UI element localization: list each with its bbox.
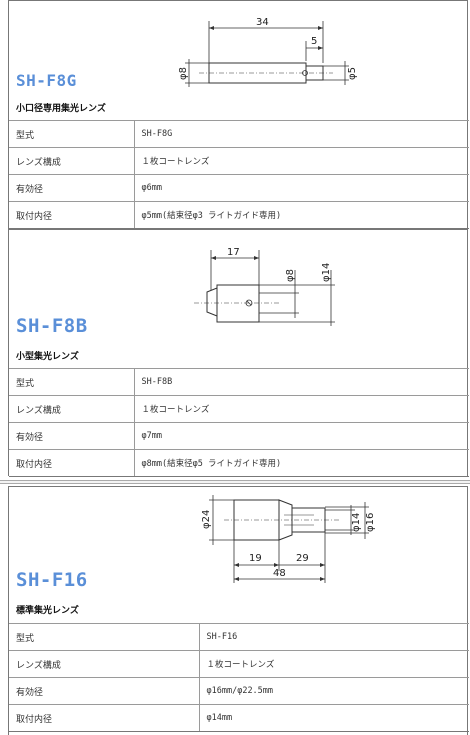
spec-value: φ6mm [134, 174, 469, 202]
table-row: 取付内径 φ8mm(結束径φ5 ライトガイド専用) [9, 449, 469, 477]
sh-f8b-length-label: 17 [227, 247, 240, 258]
table-row: レンズ構成 １枚コートレンズ [9, 395, 469, 423]
sh-f8b-diameter-inner-label: φ8 [285, 269, 296, 282]
spec-key: 有効径 [9, 677, 200, 705]
sh-f16-diameter-outer-label: φ16 [365, 513, 376, 532]
spec-key: レンズ構成 [9, 147, 135, 175]
sh-f16-length-a-label: 19 [249, 553, 262, 564]
spec-key: 取付内径 [9, 449, 135, 477]
spec-key: 取付内径 [9, 201, 135, 229]
sh-f8g-diameter-body-label: φ8 [178, 67, 189, 80]
spec-key: レンズ構成 [9, 650, 200, 678]
sh-f16-length-total-label: 48 [273, 568, 286, 579]
table-row: 型式 SH-F8G [9, 120, 469, 148]
sh-f8b-diameter-outer-label: φ14 [321, 263, 332, 282]
spec-value: φ14mm [199, 704, 469, 732]
sh-f8g-spec-table: 型式 SH-F8G レンズ構成 １枚コートレンズ 有効径 φ6mm 取付内径 φ… [9, 120, 469, 229]
spec-value: φ5mm(結束径φ3 ライトガイド専用) [134, 201, 469, 229]
sh-f8g-dimension-diagram: 34 5 φ8 φ5 [178, 17, 358, 87]
spec-key: レンズ構成 [9, 395, 135, 423]
product-section-sh-f8g: 34 5 φ8 φ5 SH-F8G 小口径専用集光レンズ [8, 0, 469, 229]
spec-value: φ7mm [134, 422, 469, 450]
spec-value: １枚コートレンズ [134, 395, 469, 423]
product-section-sh-f16: φ24 φ14 φ16 19 29 48 SH-F16 [8, 486, 469, 735]
spec-key: 型式 [9, 120, 135, 148]
table-row: レンズ構成 １枚コートレンズ [9, 650, 469, 678]
spec-value: φ16mm/φ22.5mm [199, 677, 469, 705]
section-divider [0, 480, 470, 484]
table-row: 取付内径 φ5mm(結束径φ3 ライトガイド専用) [9, 201, 469, 229]
sh-f8g-diameter-tip-label: φ5 [347, 67, 358, 80]
spec-value: φ8mm(結束径φ5 ライトガイド専用) [134, 449, 469, 477]
sh-f16-spec-table: 型式 SH-F16 レンズ構成 １枚コートレンズ 有効径 φ16mm/φ22.5… [9, 623, 469, 732]
table-row: 有効径 φ6mm [9, 174, 469, 202]
table-row: 有効径 φ16mm/φ22.5mm [9, 677, 469, 705]
spec-key: 有効径 [9, 174, 135, 202]
sh-f8b-spec-table: 型式 SH-F8B レンズ構成 １枚コートレンズ 有効径 φ7mm 取付内径 φ… [9, 368, 469, 477]
spec-value: SH-F16 [199, 623, 469, 651]
table-row: レンズ構成 １枚コートレンズ [9, 147, 469, 175]
table-row: 有効径 φ7mm [9, 422, 469, 450]
product-section-sh-f8b: 17 φ8 φ14 SH-F8B 小型集光レンズ 型式 SH-F8B [8, 229, 469, 477]
sh-f8b-subtitle: 小型集光レンズ [16, 352, 79, 362]
spec-value: SH-F8B [134, 368, 469, 396]
spec-value: SH-F8G [134, 120, 469, 148]
sh-f16-diameter-inner-label: φ14 [351, 513, 362, 532]
spec-key: 型式 [9, 368, 135, 396]
sh-f16-model-title: SH-F16 [16, 569, 88, 591]
sh-f8g-model-title: SH-F8G [16, 71, 77, 90]
sh-f16-subtitle: 標準集光レンズ [16, 606, 79, 616]
spec-key: 取付内径 [9, 704, 200, 732]
sh-f8g-subtitle: 小口径専用集光レンズ [16, 104, 106, 114]
spec-key: 型式 [9, 623, 200, 651]
spec-value: １枚コートレンズ [199, 650, 469, 678]
sh-f8g-length-label: 34 [256, 17, 269, 28]
table-row: 型式 SH-F16 [9, 623, 469, 651]
sh-f8b-model-title: SH-F8B [16, 315, 88, 337]
sh-f16-length-b-label: 29 [296, 553, 309, 564]
spec-value: １枚コートレンズ [134, 147, 469, 175]
spec-key: 有効径 [9, 422, 135, 450]
table-row: 型式 SH-F8B [9, 368, 469, 396]
sh-f16-diameter-body-label: φ24 [201, 510, 212, 529]
table-row: 取付内径 φ14mm [9, 704, 469, 732]
sh-f16-dimension-diagram: φ24 φ14 φ16 19 29 48 [201, 495, 376, 583]
sh-f8g-tip-label: 5 [311, 36, 317, 47]
sh-f8b-dimension-diagram: 17 φ8 φ14 [194, 247, 335, 326]
